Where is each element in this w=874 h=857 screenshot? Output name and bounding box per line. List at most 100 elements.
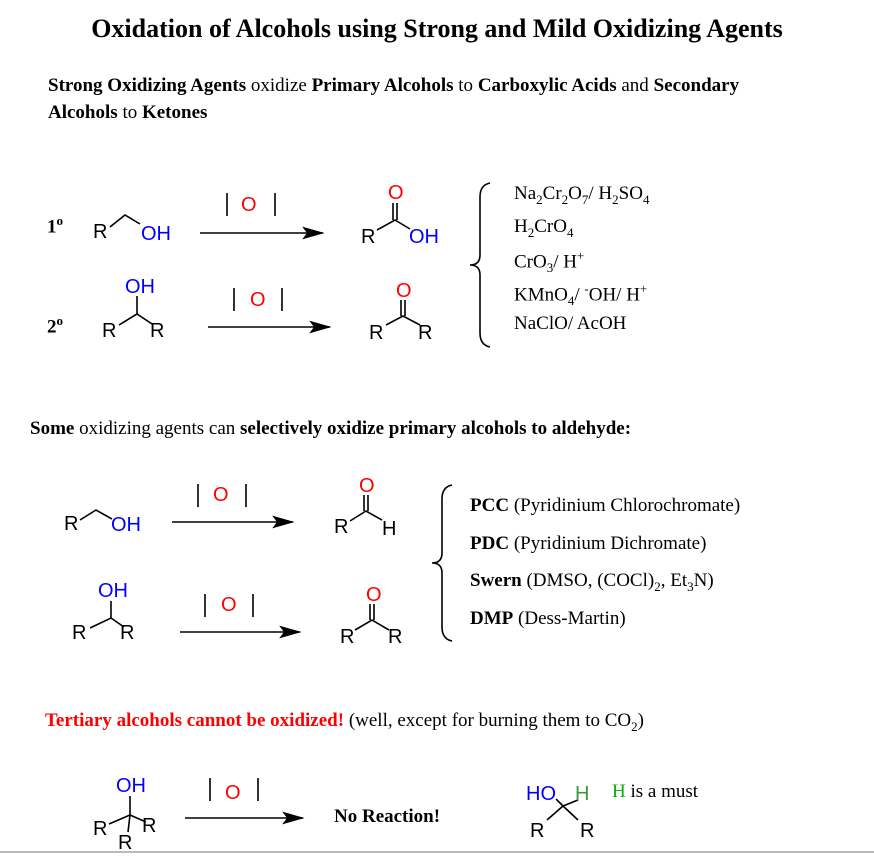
- tertiary-note: (well, except for burning them to CO: [344, 710, 632, 731]
- subscript: 4: [642, 191, 650, 207]
- mild-reagent: Swern (DMSO, (COCl)2, Et3N): [470, 570, 714, 595]
- atom-r: R: [64, 513, 78, 535]
- reagent-text: CrO: [534, 216, 567, 237]
- tertiary-note: ): [637, 710, 644, 731]
- heading-text: Some: [30, 418, 75, 439]
- subscript: 2: [536, 191, 543, 207]
- reagent-desc: N): [693, 570, 714, 591]
- atom-h: H: [575, 783, 589, 805]
- strong-reagent: KMnO4/ -OH/ H+: [514, 281, 647, 309]
- intro-text: Primary Alcohols: [311, 75, 454, 96]
- intro-text: to: [117, 102, 142, 123]
- atom-r: R: [102, 320, 116, 342]
- reagent-desc: (Pyridinium Dichromate): [509, 533, 707, 554]
- subscript: 3: [687, 578, 694, 594]
- subscript: 2: [527, 224, 535, 240]
- subscript: 3: [546, 260, 554, 276]
- intro-text: Strong Oxidizing Agents: [48, 75, 247, 96]
- subscript: 4: [567, 293, 575, 309]
- intro-line-1: Strong Oxidizing Agents oxidize Primary …: [48, 75, 739, 97]
- reagent-text: / H: [553, 251, 577, 273]
- reagent-name: PDC: [470, 533, 510, 554]
- subscript: 2: [561, 191, 569, 207]
- superscript: +: [639, 281, 648, 296]
- intro-text: oxidize: [246, 75, 312, 96]
- intro-text: Secondary: [653, 75, 740, 96]
- subscript: 2: [654, 578, 661, 594]
- atom-r: R: [120, 622, 134, 644]
- atom-oh: OH: [116, 775, 146, 797]
- reagent-text: CrO: [514, 251, 547, 273]
- atom-r: R: [340, 626, 354, 648]
- strong-reagent: Na2Cr2O7/ H2SO4: [514, 183, 649, 208]
- reagent-text: SO: [618, 183, 643, 204]
- atom-r: R: [369, 322, 383, 344]
- intro-text: Carboxylic Acids: [477, 75, 617, 96]
- subscript: 2: [612, 191, 619, 207]
- heading-text: oxidizing agents can: [74, 418, 241, 439]
- atom-r: R: [93, 818, 107, 840]
- reagent-name: PCC: [470, 495, 510, 516]
- reagent-desc: (Dess-Martin): [513, 608, 626, 629]
- intro-text: Alcohols: [48, 102, 118, 123]
- atom-ho: HO: [526, 783, 556, 805]
- mild-reagent: PCC (Pyridinium Chlorochromate): [470, 495, 740, 517]
- reagent-text: NaClO/ AcOH: [514, 313, 627, 334]
- reagent-text: Na: [514, 183, 537, 204]
- intro-text: and: [616, 75, 654, 96]
- subscript: 7: [581, 191, 589, 207]
- tertiary-line: Tertiary alcohols cannot be oxidized! (w…: [45, 710, 644, 735]
- label-text: 2: [47, 316, 57, 338]
- degree-sign: o: [56, 313, 64, 328]
- atom-r: R: [388, 626, 402, 648]
- atom-labels: R OH O R OH O OH R R O O R R R OH O O R …: [64, 182, 594, 854]
- oxidant-o: O: [221, 594, 237, 616]
- intro-line-2: Alcohols to Ketones: [48, 102, 207, 124]
- atom-oh: OH: [98, 580, 128, 602]
- mild-reagent: DMP (Dess-Martin): [470, 608, 626, 630]
- oxidant-o: O: [213, 484, 229, 506]
- subscript: 4: [566, 224, 574, 240]
- tertiary-warning: Tertiary alcohols cannot be oxidized!: [45, 710, 345, 731]
- atom-o: O: [388, 182, 404, 204]
- h-letter: H: [612, 781, 626, 802]
- no-reaction-label: No Reaction!: [334, 806, 441, 827]
- reagent-desc: (DMSO, (COCl): [521, 570, 655, 591]
- atom-r: R: [418, 322, 432, 344]
- reagent-text: KMnO: [514, 284, 568, 306]
- atom-oh: OH: [125, 276, 155, 298]
- atom-r: R: [118, 832, 132, 854]
- atom-oh: OH: [141, 223, 171, 245]
- page-title: Oxidation of Alcohols using Strong and M…: [91, 14, 783, 43]
- atom-r: R: [142, 815, 156, 837]
- h-is-a-must-note: H is a must: [612, 781, 698, 803]
- superscript: +: [576, 248, 585, 263]
- mild-heading: Some oxidizing agents can selectively ox…: [30, 418, 631, 440]
- intro-text: to: [453, 75, 478, 96]
- reagent-desc: , Et: [660, 570, 688, 591]
- atom-o: O: [396, 280, 412, 302]
- atom-r: R: [150, 320, 164, 342]
- superscript: -: [584, 281, 589, 296]
- atom-o: O: [359, 475, 375, 497]
- mild-reagent: PDC (Pyridinium Dichromate): [470, 533, 706, 555]
- atom-r: R: [334, 516, 348, 538]
- reagent-text: / H: [588, 183, 613, 204]
- reagent-desc: (Pyridinium Chlorochromate): [509, 495, 741, 516]
- atom-r: R: [72, 622, 86, 644]
- strong-reagent: H2CrO4: [514, 216, 573, 241]
- atom-r: R: [93, 221, 107, 243]
- primary-label: 1o: [47, 213, 63, 238]
- strong-reagent: CrO3/ H+: [514, 248, 584, 276]
- atom-r: R: [580, 820, 594, 842]
- bottom-divider: [0, 851, 874, 853]
- strong-reagent: NaClO/ AcOH: [514, 313, 626, 335]
- reagent-text: Cr: [542, 183, 562, 204]
- reagent-name: Swern: [470, 570, 522, 591]
- bonds-and-arrows: [79, 182, 579, 833]
- subscript: 2: [631, 718, 638, 734]
- note-text: is a must: [625, 781, 699, 802]
- label-text: 1: [47, 216, 57, 238]
